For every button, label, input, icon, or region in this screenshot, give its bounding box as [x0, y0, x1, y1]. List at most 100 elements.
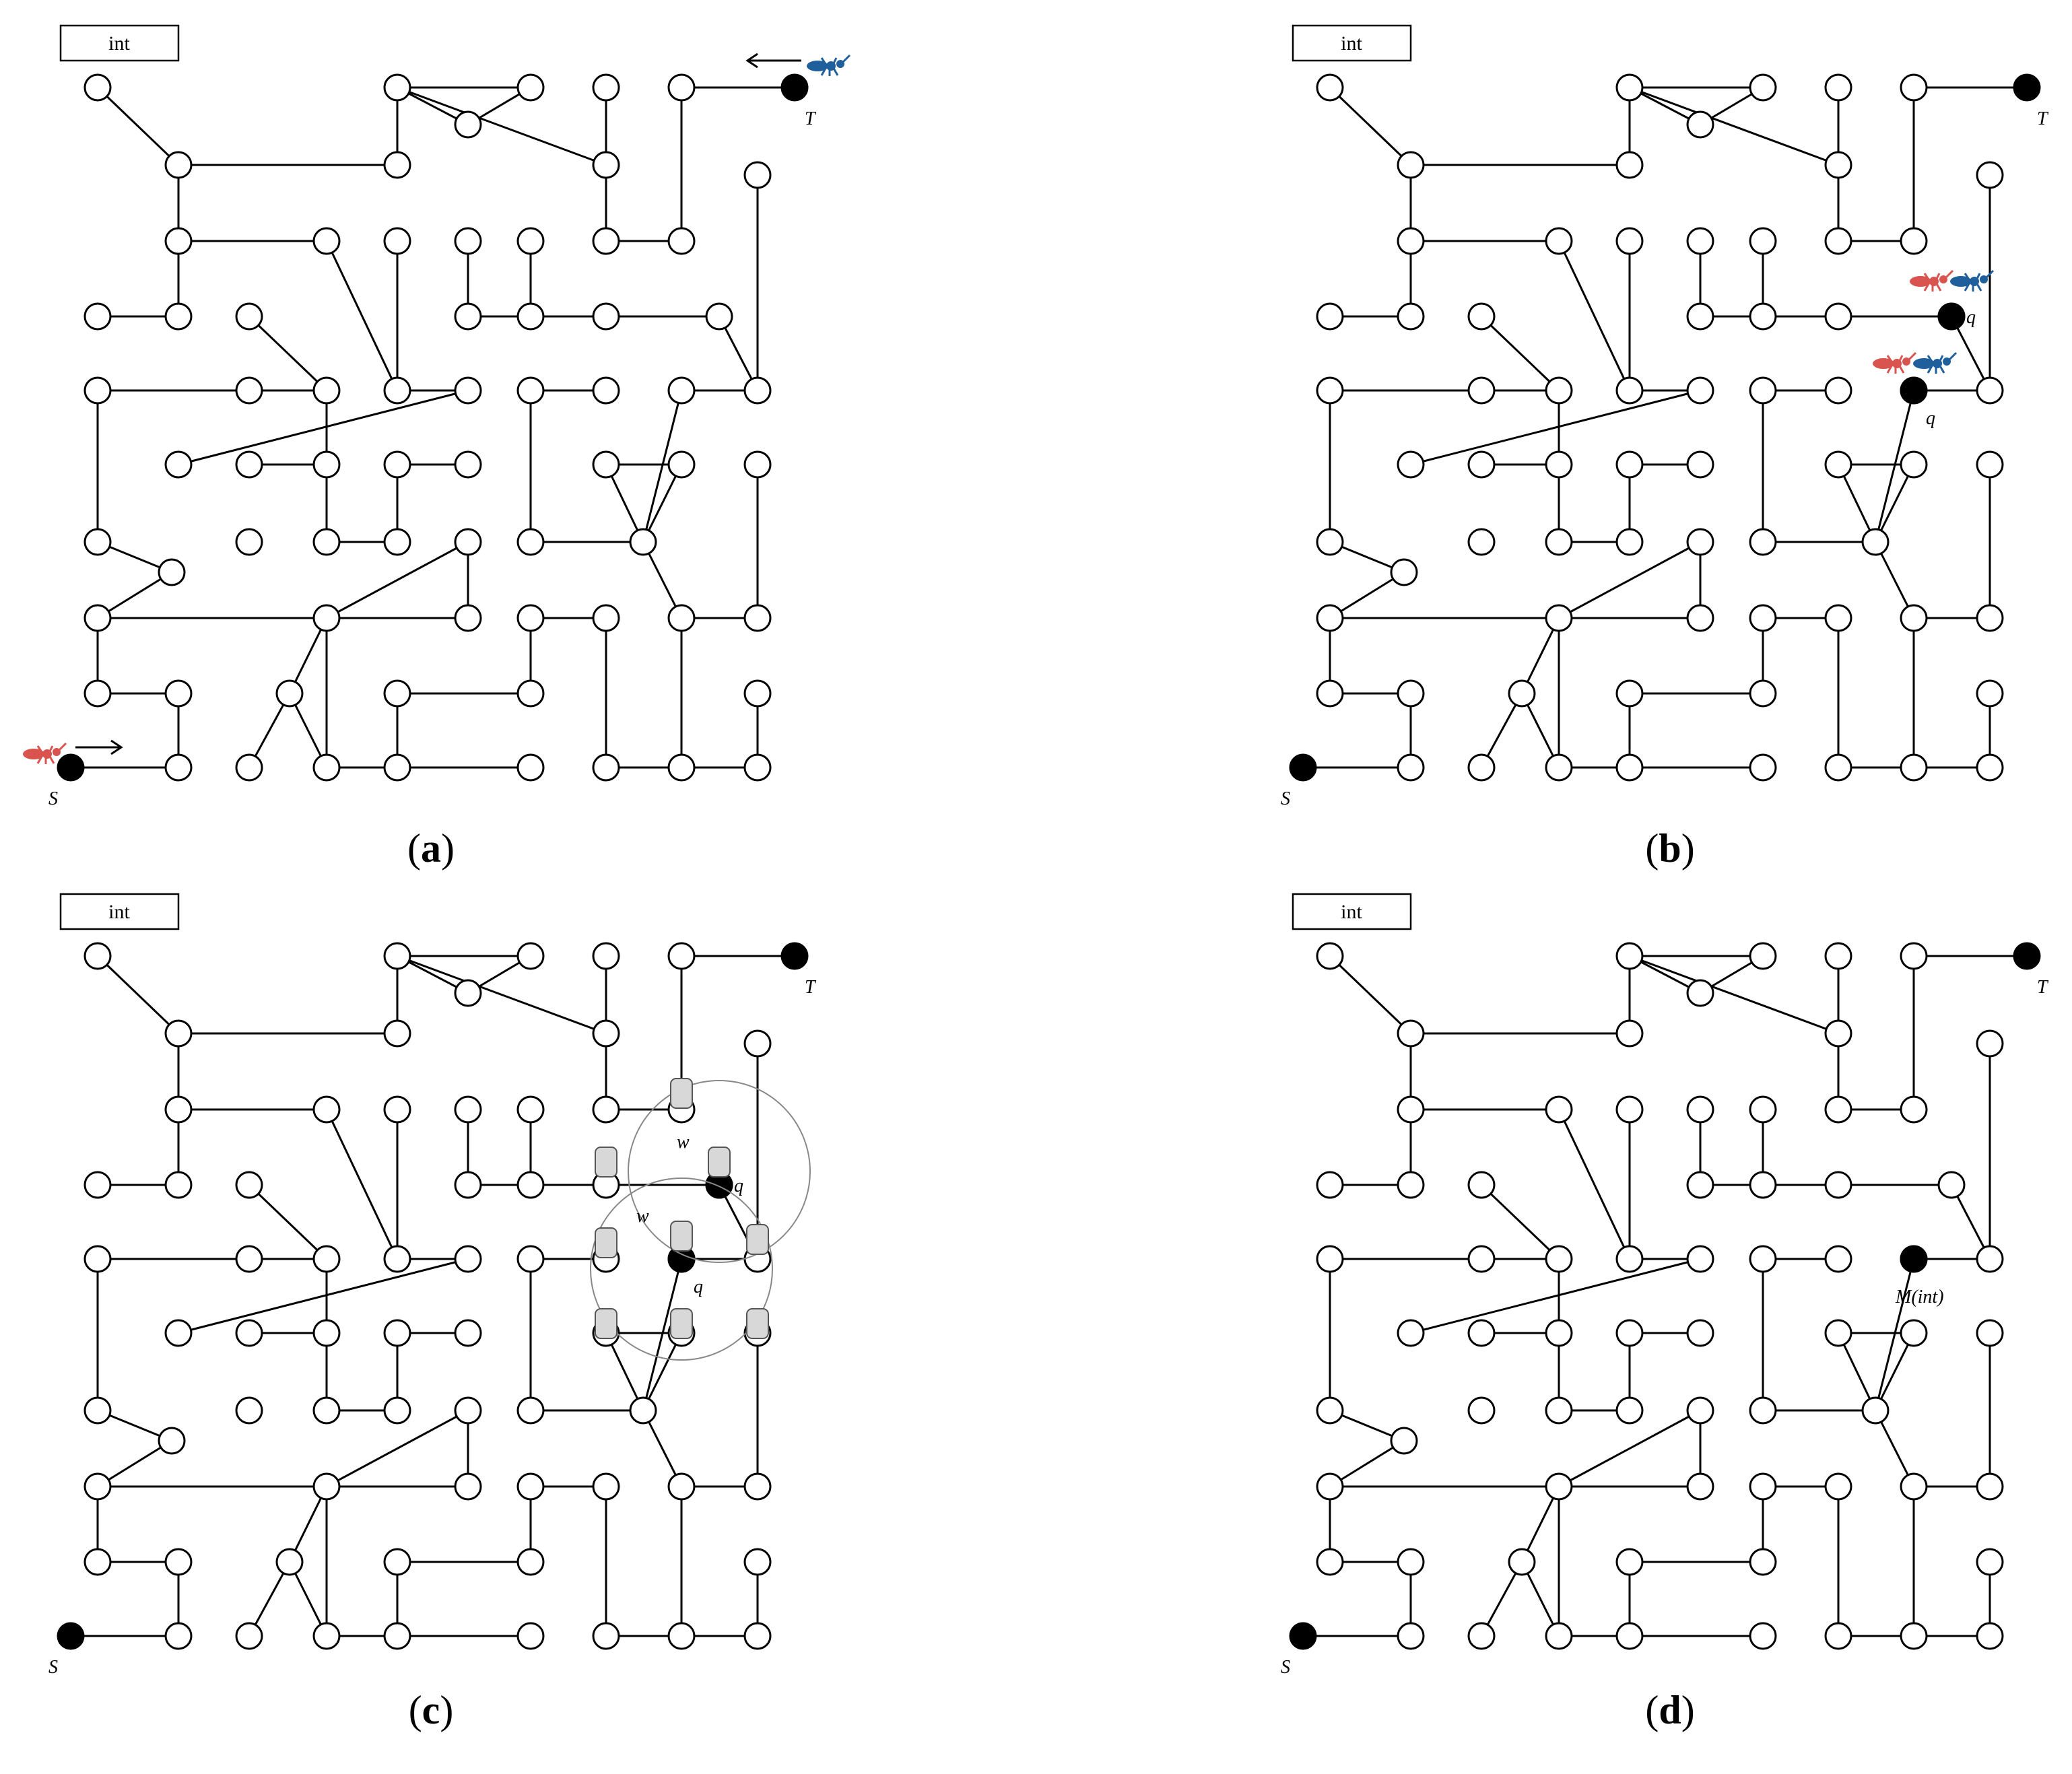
edge [96, 86, 180, 166]
graph-node [1976, 1319, 2004, 1347]
graph-node [743, 1622, 772, 1650]
graph-node [164, 1019, 193, 1048]
graph-node [1824, 1171, 1852, 1199]
graph-node [1749, 1095, 1777, 1124]
graph-node [592, 376, 620, 405]
edge [326, 541, 469, 619]
edge [642, 1332, 683, 1411]
edge [605, 1332, 644, 1411]
pheromone-cylinder-icon [670, 1221, 693, 1252]
graph-node [667, 942, 696, 970]
graph-node [592, 753, 620, 782]
blue-ant-icon-abdomen [807, 61, 828, 71]
graph-node [1686, 979, 1714, 1007]
graph-node [83, 376, 112, 405]
graph-node [454, 1245, 482, 1273]
edge [1558, 1109, 1631, 1260]
graph-node [383, 942, 411, 970]
target-label: T [2037, 108, 2049, 129]
red-ant-icon-abdomen [1910, 276, 1931, 287]
graph-node [516, 604, 545, 632]
edge [1837, 464, 1877, 543]
graph-node [1824, 604, 1852, 632]
graph-node [1749, 1472, 1777, 1501]
blue-ant-icon-head [1943, 357, 1951, 366]
edge [1329, 571, 1405, 619]
graph-node [592, 151, 620, 179]
graph-node [312, 1245, 341, 1273]
graph-node [454, 1472, 482, 1501]
graph-node [1316, 1548, 1344, 1576]
graph-node [1976, 1472, 2004, 1501]
pheromone-cylinder-icon [595, 1147, 617, 1178]
nodes-b [1289, 73, 2041, 782]
edges-c [71, 955, 795, 1637]
graph-node [705, 302, 733, 331]
graph-node [1976, 753, 2004, 782]
graph-node [312, 1622, 341, 1650]
panel-caption-letter: c [422, 1688, 440, 1732]
graph-node [83, 1548, 112, 1576]
blue-ant-icon-abdomen [1950, 276, 1972, 287]
edge [248, 315, 328, 392]
edge [397, 955, 607, 1035]
q-label: q [1966, 307, 1976, 328]
blue-ant-icon-legs [1964, 269, 1995, 292]
graph-node [1545, 450, 1573, 479]
blue-ant-icon-head [1980, 275, 1988, 283]
graph-node [1937, 1171, 1966, 1199]
graph-node [275, 679, 304, 708]
graph-node [1976, 450, 2004, 479]
graph-node [1900, 604, 1928, 632]
graph-node [454, 979, 482, 1007]
graph-node [1900, 942, 1928, 970]
blue-ant-icon [807, 54, 851, 76]
edge [1329, 86, 1412, 166]
edges-a [71, 86, 795, 769]
graph-node [743, 450, 772, 479]
red-ant-icon [1910, 269, 1954, 292]
graph-node [1615, 679, 1644, 708]
graph-node [1900, 1472, 1928, 1501]
edge [1329, 955, 1412, 1035]
graph-node [454, 1319, 482, 1347]
graph-node [158, 1427, 186, 1455]
edge [1629, 86, 1839, 166]
graph-node [235, 1319, 263, 1347]
graph-node [667, 604, 696, 632]
graph-node [1615, 151, 1644, 179]
graph-node [1545, 1622, 1573, 1650]
graph-node [1508, 1548, 1536, 1576]
panel-caption: (d) [1645, 1688, 1694, 1732]
graph-node [1824, 450, 1852, 479]
graph-node [592, 227, 620, 255]
graph-node [1686, 604, 1714, 632]
pheromone-cylinder-icon [746, 1308, 769, 1339]
graph-node [1615, 1019, 1644, 1048]
graph-node [164, 753, 193, 782]
graph-node [1749, 73, 1777, 102]
graph-node [592, 73, 620, 102]
edge [642, 464, 683, 543]
red-ant-icon-head [1902, 357, 1910, 366]
graph-node [235, 1171, 263, 1199]
graph-node [1976, 679, 2004, 708]
edge [642, 390, 683, 543]
graph-node [164, 450, 193, 479]
graph-node [667, 227, 696, 255]
edge [1837, 1332, 1877, 1411]
panel-caption-letter: a [421, 826, 441, 871]
pheromone-cylinder-icon [595, 1227, 617, 1258]
graph-node [1397, 1019, 1425, 1048]
graph-node [1397, 1319, 1425, 1347]
graph-node [383, 227, 411, 255]
graph-node [743, 604, 772, 632]
panel-caption: (b) [1645, 826, 1694, 871]
graph-node [383, 376, 411, 405]
graph-node [1615, 227, 1644, 255]
graph-node [312, 227, 341, 255]
graph-node [1824, 753, 1852, 782]
graph-node [516, 73, 545, 102]
